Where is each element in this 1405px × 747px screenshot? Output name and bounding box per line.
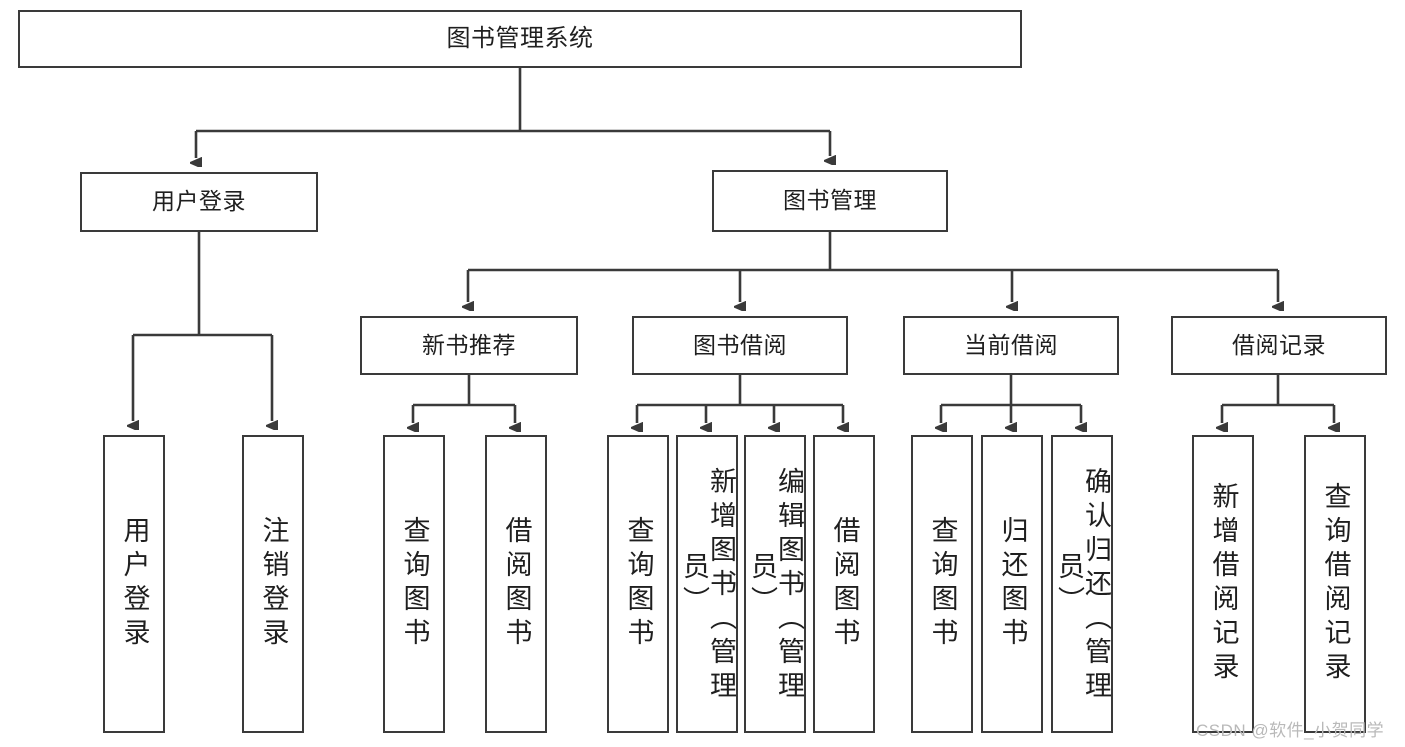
node-leaf-add-book[interactable]: 新增图书（管理员） (676, 435, 738, 733)
node-leaf-query-book-b-label: 查询图书 (623, 516, 654, 652)
csdn-watermark: CSDN @软件_小贺同学 (1196, 721, 1385, 740)
node-leaf-add-book-label: 新增图书（管理员） (679, 467, 736, 705)
node-leaf-borrow-book-a-label: 借阅图书 (501, 516, 532, 652)
node-leaf-borrow-book-b-label: 借阅图书 (829, 516, 860, 652)
node-leaf-query-record-label: 查询借阅记录 (1320, 482, 1351, 686)
node-leaf-confirm-return[interactable]: 确认归还（管理员） (1051, 435, 1113, 733)
node-leaf-return-book[interactable]: 归还图书 (981, 435, 1043, 733)
node-leaf-query-book-a[interactable]: 查询图书 (383, 435, 445, 733)
node-book-manage-label: 图书管理 (783, 187, 877, 214)
node-leaf-edit-book-label: 编辑图书（管理员） (747, 467, 804, 705)
node-leaf-query-book-c-label: 查询图书 (927, 516, 958, 652)
node-leaf-query-book-c[interactable]: 查询图书 (911, 435, 973, 733)
node-leaf-edit-book[interactable]: 编辑图书（管理员） (744, 435, 806, 733)
node-leaf-add-record-label: 新增借阅记录 (1208, 482, 1239, 686)
node-leaf-user-login[interactable]: 用户登录 (103, 435, 165, 733)
node-book-borrow[interactable]: 图书借阅 (632, 316, 848, 375)
node-book-borrow-label: 图书借阅 (693, 331, 787, 358)
node-user-login[interactable]: 用户登录 (80, 172, 318, 232)
node-leaf-add-record[interactable]: 新增借阅记录 (1192, 435, 1254, 733)
node-leaf-borrow-book-b[interactable]: 借阅图书 (813, 435, 875, 733)
node-leaf-user-login-label: 用户登录 (119, 516, 150, 652)
node-current-borrow-label: 当前借阅 (964, 331, 1058, 358)
node-leaf-logout[interactable]: 注销登录 (242, 435, 304, 733)
node-leaf-logout-label: 注销登录 (258, 516, 289, 652)
node-current-borrow[interactable]: 当前借阅 (903, 316, 1119, 375)
node-root-label: 图书管理系统 (446, 24, 594, 52)
node-borrow-record-label: 借阅记录 (1232, 331, 1326, 358)
node-new-book-recommend[interactable]: 新书推荐 (360, 316, 578, 375)
node-leaf-query-book-a-label: 查询图书 (399, 516, 430, 652)
node-borrow-record[interactable]: 借阅记录 (1171, 316, 1387, 375)
node-leaf-query-book-b[interactable]: 查询图书 (607, 435, 669, 733)
node-leaf-query-record[interactable]: 查询借阅记录 (1304, 435, 1366, 733)
node-book-manage[interactable]: 图书管理 (712, 170, 948, 232)
node-leaf-borrow-book-a[interactable]: 借阅图书 (485, 435, 547, 733)
node-leaf-confirm-return-label: 确认归还（管理员） (1054, 467, 1111, 705)
node-leaf-return-book-label: 归还图书 (997, 516, 1028, 652)
node-user-login-label: 用户登录 (152, 188, 246, 215)
node-root[interactable]: 图书管理系统 (18, 10, 1022, 68)
node-new-book-recommend-label: 新书推荐 (422, 331, 516, 358)
